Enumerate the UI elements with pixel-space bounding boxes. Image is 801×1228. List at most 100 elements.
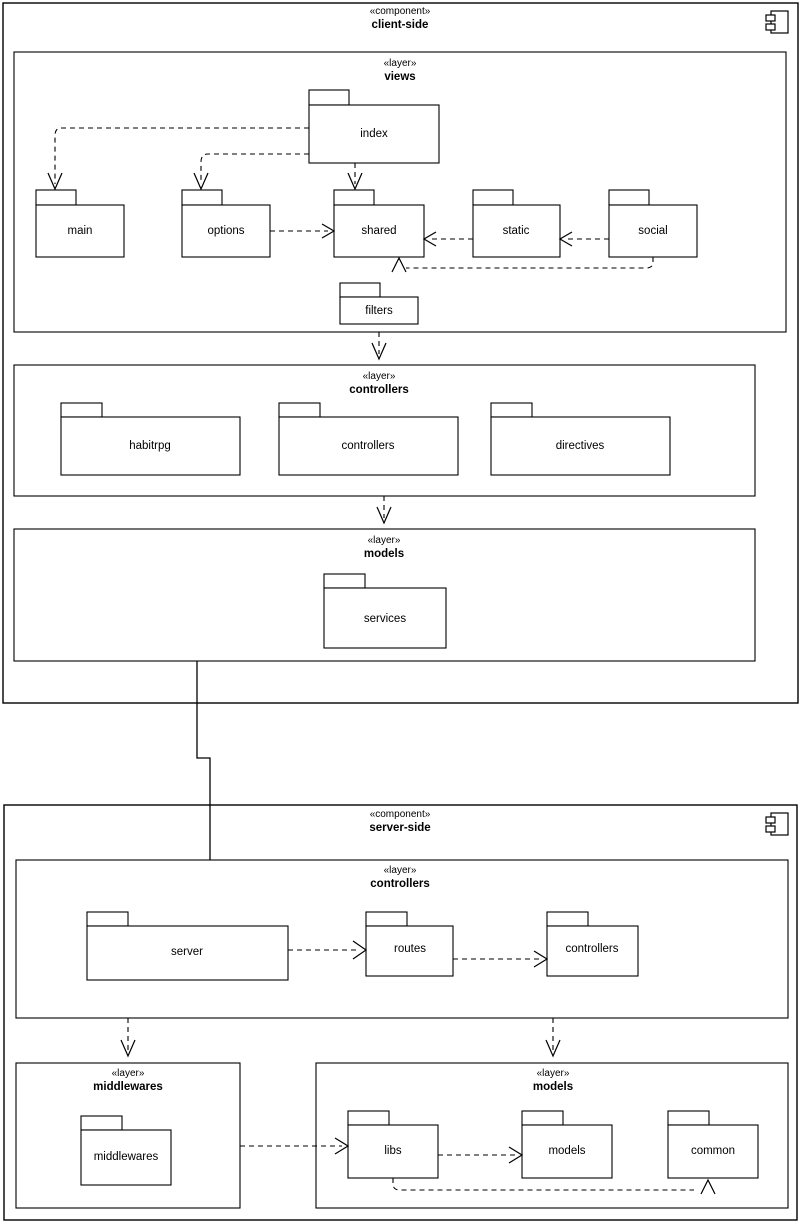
package-shared-tab (333, 189, 375, 206)
package-directives-body (490, 416, 671, 476)
package-main-tab (35, 189, 77, 206)
dependency-routes-to-controllers (453, 950, 549, 968)
package-services-label: services (364, 613, 406, 625)
layer-server-middlewares[interactable]: «layer» middlewares (15, 1062, 241, 1209)
component-server-side-title: server-side (369, 822, 430, 834)
package-social-label: social (638, 225, 667, 237)
layer-server-controllers-title: controllers (370, 878, 429, 890)
package-static-body (472, 204, 561, 258)
package-server[interactable]: server (86, 911, 289, 981)
package-server-controllers-pkg-body (546, 925, 639, 977)
dependency-controllers-to-models (376, 496, 392, 525)
component-client-side[interactable]: «component» client-side (2, 2, 799, 704)
package-main-label: main (68, 225, 93, 237)
dependency-index-to-shared (347, 163, 363, 191)
package-client-controllers[interactable]: controllers (278, 402, 459, 476)
package-libs[interactable]: libs (347, 1110, 439, 1179)
connector-client-to-server (196, 661, 211, 860)
package-filters-body (339, 296, 419, 325)
dependency-social-to-shared (558, 231, 609, 247)
package-client-controllers-tab (278, 402, 321, 418)
package-habitrpg-label: habitrpg (129, 440, 171, 452)
component-icon (765, 812, 789, 836)
package-server-controllers-pkg[interactable]: controllers (546, 911, 639, 977)
package-models[interactable]: models (521, 1110, 613, 1179)
package-common-body (667, 1124, 759, 1179)
component-client-side-stereotype: «component» (370, 6, 431, 17)
dependency-options-to-shared (270, 223, 336, 239)
package-common[interactable]: common (667, 1110, 759, 1179)
component-server-side-border (3, 804, 798, 1221)
package-options[interactable]: options (181, 189, 271, 258)
layer-server-models[interactable]: «layer» models (315, 1062, 789, 1209)
component-icon (765, 10, 789, 34)
package-server-controllers-pkg-tab (546, 911, 589, 927)
package-index[interactable]: index (308, 89, 440, 164)
package-index-label: index (360, 128, 388, 140)
package-libs-body (347, 1124, 439, 1179)
dependency-server-to-routes (288, 940, 368, 960)
package-middlewares[interactable]: middlewares (80, 1115, 172, 1186)
package-shared[interactable]: shared (333, 189, 425, 258)
layer-server-models-border (315, 1062, 789, 1209)
layer-server-controllers[interactable]: «layer» controllers (15, 859, 789, 1019)
layer-client-models[interactable]: «layer» models (13, 528, 756, 662)
package-models-tab (521, 1110, 564, 1126)
layer-server-models-stereotype: «layer» (537, 1068, 570, 1079)
dependency-index-to-main (47, 127, 309, 191)
package-social-tab (608, 189, 650, 206)
package-server-label: server (171, 946, 203, 958)
package-client-controllers-body (278, 416, 459, 476)
package-routes-tab (365, 911, 408, 927)
package-main[interactable]: main (35, 189, 125, 258)
package-filters-tab (339, 282, 381, 298)
package-common-tab (667, 1110, 710, 1126)
package-options-tab (181, 189, 223, 206)
layer-client-models-stereotype: «layer» (368, 535, 401, 546)
layer-client-models-title: models (364, 548, 404, 560)
package-middlewares-body (80, 1129, 172, 1186)
package-directives[interactable]: directives (490, 402, 671, 476)
dependency-libs-to-models (438, 1146, 524, 1164)
layer-server-middlewares-stereotype: «layer» (112, 1068, 145, 1079)
layer-server-middlewares-border (15, 1062, 241, 1209)
package-index-body (308, 104, 440, 164)
dependency-servctrl-to-models (545, 1018, 561, 1058)
component-client-side-title: client-side (372, 19, 429, 31)
package-routes[interactable]: routes (365, 911, 454, 977)
layer-server-models-title: models (533, 1081, 573, 1093)
layer-client-views-stereotype: «layer» (384, 58, 417, 69)
package-social[interactable]: social (608, 189, 698, 258)
package-habitrpg-tab (60, 402, 103, 418)
package-main-body (35, 204, 125, 258)
package-libs-label: libs (384, 1145, 402, 1157)
package-habitrpg-body (60, 416, 241, 476)
package-server-tab (86, 911, 129, 927)
package-services[interactable]: services (323, 573, 447, 649)
layer-client-controllers-stereotype: «layer» (363, 371, 396, 382)
package-models-label: models (548, 1145, 585, 1157)
dependency-servctrl-to-middlewares (120, 1018, 136, 1058)
package-index-tab (308, 89, 350, 106)
package-shared-body (333, 204, 425, 258)
package-habitrpg[interactable]: habitrpg (60, 402, 241, 476)
package-options-label: options (207, 225, 244, 237)
package-server-controllers-pkg-label: controllers (565, 943, 618, 955)
layer-client-views[interactable]: «layer» views (13, 51, 787, 333)
component-client-side-border (2, 2, 799, 704)
package-models-body (521, 1124, 613, 1179)
layer-client-models-border (13, 528, 756, 662)
package-server-body (86, 925, 289, 981)
package-filters[interactable]: filters (339, 282, 419, 325)
package-static[interactable]: static (472, 189, 561, 258)
package-social-body (608, 204, 698, 258)
package-directives-tab (490, 402, 533, 418)
package-static-tab (472, 189, 514, 206)
component-server-side[interactable]: «component» server-side (3, 804, 798, 1221)
component-server-side-stereotype: «component» (370, 809, 431, 820)
layer-server-controllers-border (15, 859, 789, 1019)
dependency-static-to-shared (422, 231, 473, 247)
package-middlewares-label: middlewares (94, 1151, 159, 1163)
